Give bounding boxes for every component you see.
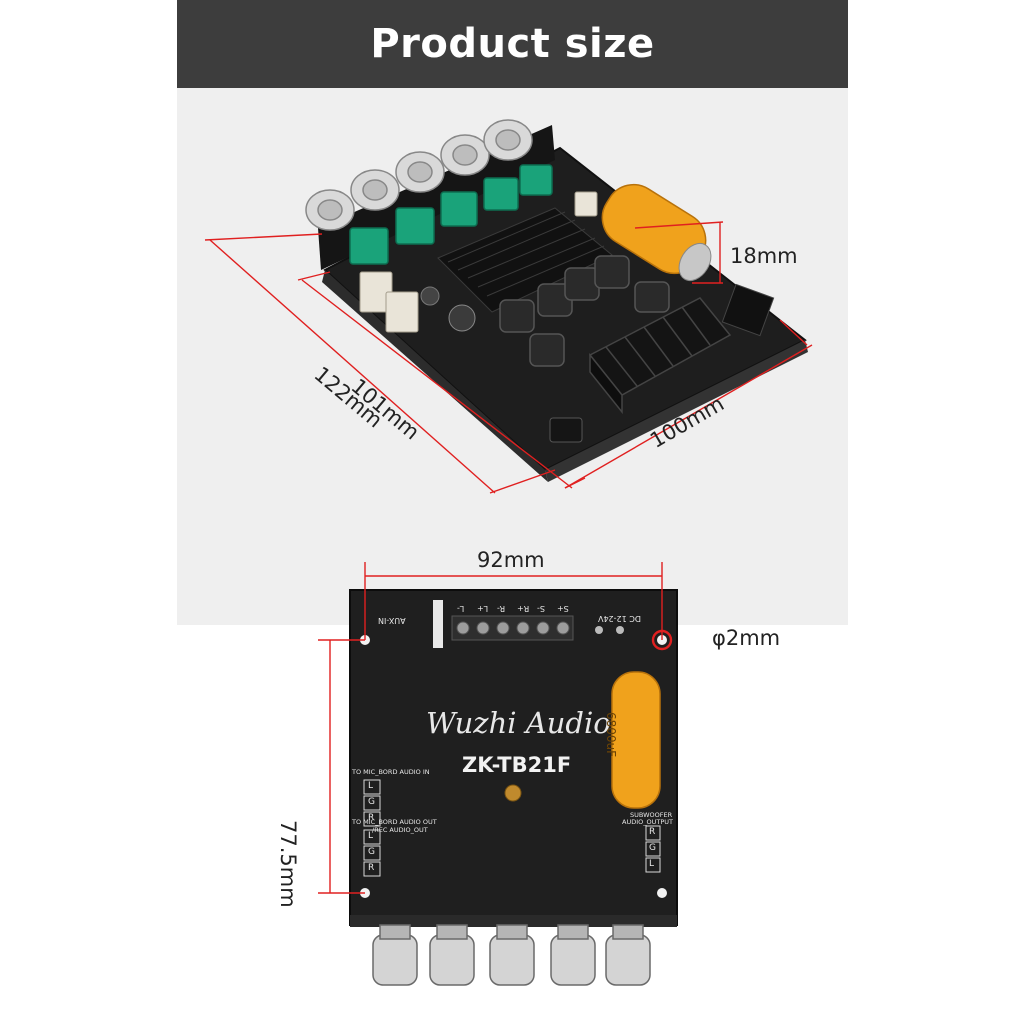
subwoofer-output-label: AUDIO_OUTPUT	[622, 818, 673, 826]
brand-logo-text: Wuzhi Audio	[426, 706, 611, 740]
subwoofer-label: SUBWOOFER	[630, 811, 673, 819]
terminal-label-1: L+	[477, 604, 489, 613]
dimension-lines-bottom	[318, 562, 673, 894]
knob-row-3d	[305, 119, 533, 231]
header-title: Product size	[370, 21, 655, 67]
terminal-label-4: S-	[537, 604, 545, 613]
dimension-height-label: 18mm	[730, 244, 798, 268]
pin-out-r: R	[368, 863, 375, 873]
aux-in-label: AUX-IN	[378, 616, 406, 625]
board-flat-view	[349, 589, 678, 986]
pin-in-g: G	[368, 797, 375, 807]
pin-out-l: L	[368, 831, 374, 841]
dimension-lines-top	[204, 221, 813, 494]
board-3d-view	[305, 119, 808, 482]
terminal-block-3d	[588, 297, 732, 415]
pin-in-r: R	[368, 813, 375, 823]
terminal-label-5: S+	[557, 604, 569, 613]
dc-input-label: DC 12-24V	[598, 614, 642, 623]
terminal-label-2: R-	[497, 604, 506, 613]
knob-row-flat	[372, 924, 651, 986]
pin-sub-g: G	[649, 843, 656, 853]
rec-out-label: /REC AUDIO_OUT	[372, 826, 428, 834]
dimension-hole-span-label: 92mm	[477, 548, 545, 572]
capacitor-label: 6800uF	[604, 712, 618, 758]
pin-out-g: G	[368, 847, 375, 857]
model-label: ZK-TB21F	[462, 753, 572, 777]
dimension-hole-diameter-label: φ2mm	[712, 626, 781, 650]
capacitor-3d	[601, 183, 712, 282]
pin-in-l: L	[368, 781, 374, 791]
terminal-label-3: R+	[517, 604, 530, 613]
dimension-hole-pitch-label: 77.5mm	[276, 820, 300, 908]
terminal-label-0: L-	[457, 604, 465, 613]
mic-in-label: TO MIC_BORD AUDIO IN	[352, 768, 430, 776]
pin-sub-r: R	[649, 827, 656, 837]
heatsink-3d	[437, 207, 613, 313]
potentiometers-3d	[349, 164, 553, 265]
mic-out-label: TO MIC_BORD AUDIO OUT	[352, 818, 437, 826]
header-bar: Product size	[177, 0, 848, 88]
pin-sub-l: L	[649, 859, 655, 869]
